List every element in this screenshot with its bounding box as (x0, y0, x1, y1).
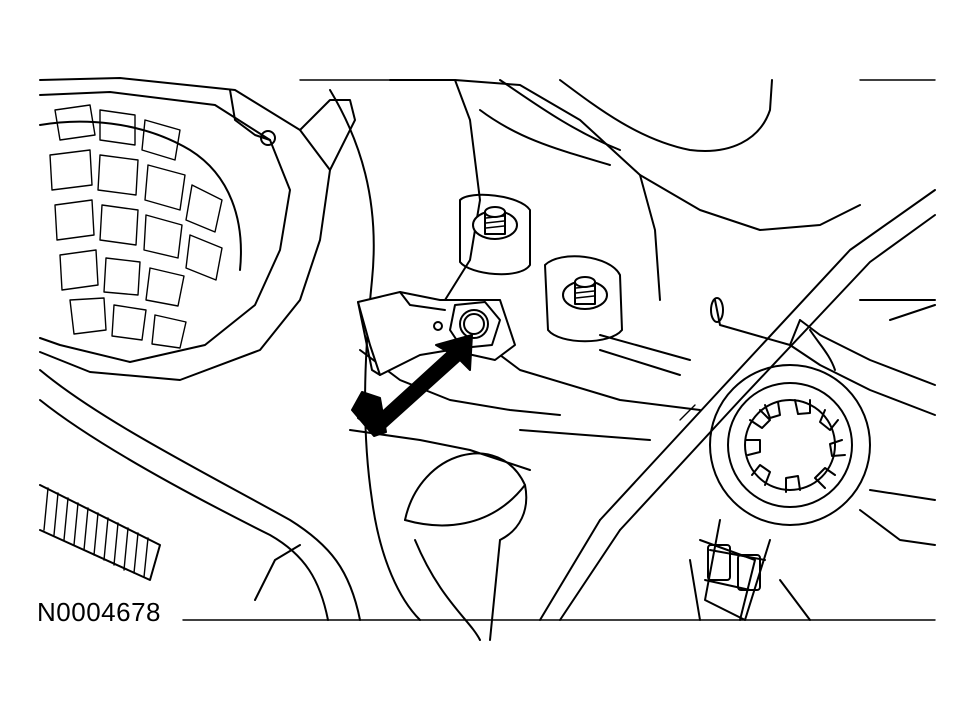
hose (39, 369, 361, 621)
corrugated-tube (39, 484, 161, 581)
connector-blocks (689, 539, 811, 621)
pipe-connector (710, 297, 936, 416)
indicator-arrow (351, 334, 473, 437)
stud-nut-lower (544, 255, 623, 343)
bolt (449, 301, 501, 349)
rod (539, 189, 936, 621)
stud-nut-upper (459, 193, 531, 276)
round-fitting (704, 364, 936, 621)
frame-edges (182, 79, 936, 621)
grille-housing (39, 77, 356, 381)
canister (404, 452, 528, 641)
figure-reference-id: N0004678 (37, 597, 161, 627)
grille-cells (49, 104, 223, 349)
